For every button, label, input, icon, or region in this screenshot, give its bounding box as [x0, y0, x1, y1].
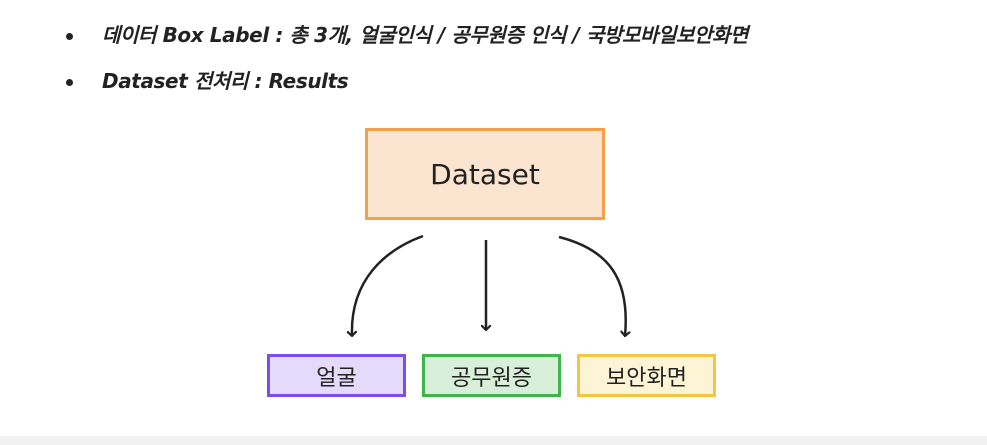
bullet-dot-icon	[66, 79, 73, 86]
node-security-screen-label: 보안화면	[606, 365, 687, 391]
edge-dataset-to-face	[352, 234, 424, 336]
node-dataset-label: Dataset	[430, 157, 540, 191]
edge-dataset-to-security	[558, 235, 626, 336]
node-dataset: Dataset	[365, 128, 605, 220]
node-id-card: 공무원증	[422, 354, 561, 397]
node-security-screen: 보안화면	[577, 354, 716, 397]
node-id-card-label: 공무원증	[451, 365, 532, 391]
bottom-strip	[0, 436, 987, 445]
bullet-text: 데이터 Box Label : 총 3개, 얼굴인식 / 공무원증 인식 / 국…	[102, 23, 748, 47]
bullet-dot-icon	[66, 33, 73, 40]
node-face: 얼굴	[267, 354, 406, 397]
node-face-label: 얼굴	[316, 365, 357, 391]
bullet-text: Dataset 전처리 : Results	[102, 69, 349, 93]
